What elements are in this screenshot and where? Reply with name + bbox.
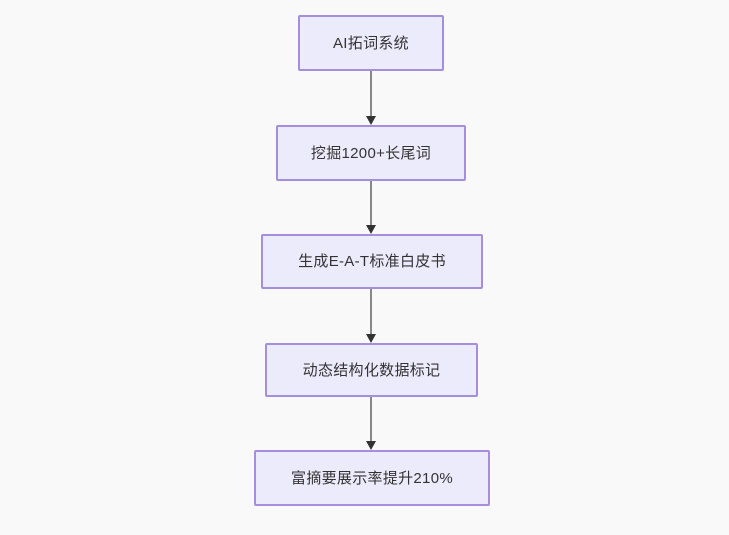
arrowhead-icon [366, 334, 376, 343]
connector-line [370, 181, 372, 226]
flow-node-label: 挖掘1200+长尾词 [310, 144, 432, 162]
arrowhead-icon [366, 225, 376, 234]
flow-node-label: 动态结构化数据标记 [302, 361, 441, 379]
flow-node-label: 生成E-A-T标准白皮书 [298, 253, 446, 270]
flow-connector-4-5 [365, 397, 377, 450]
connector-line [370, 289, 372, 335]
flow-node-dynamic-structured-data-markup[interactable]: 动态结构化数据标记 [265, 343, 478, 397]
arrowhead-icon [366, 441, 376, 450]
flow-node-label: 富摘要展示率提升210% [291, 469, 453, 487]
flow-node-mine-longtail-keywords[interactable]: 挖掘1200+长尾词 [276, 125, 466, 181]
flow-connector-1-2 [365, 71, 377, 125]
flow-connector-3-4 [365, 289, 377, 343]
flow-node-label: AI拓词系统 [333, 34, 409, 52]
arrowhead-icon [366, 116, 376, 125]
flow-node-generate-eat-whitepaper[interactable]: 生成E-A-T标准白皮书 [261, 234, 483, 289]
connector-line [370, 397, 372, 442]
connector-line [370, 71, 372, 117]
flow-node-ai-keyword-system[interactable]: AI拓词系统 [298, 15, 444, 71]
flow-connector-2-3 [365, 181, 377, 234]
flow-node-rich-snippet-impression-uplift[interactable]: 富摘要展示率提升210% [254, 450, 490, 506]
